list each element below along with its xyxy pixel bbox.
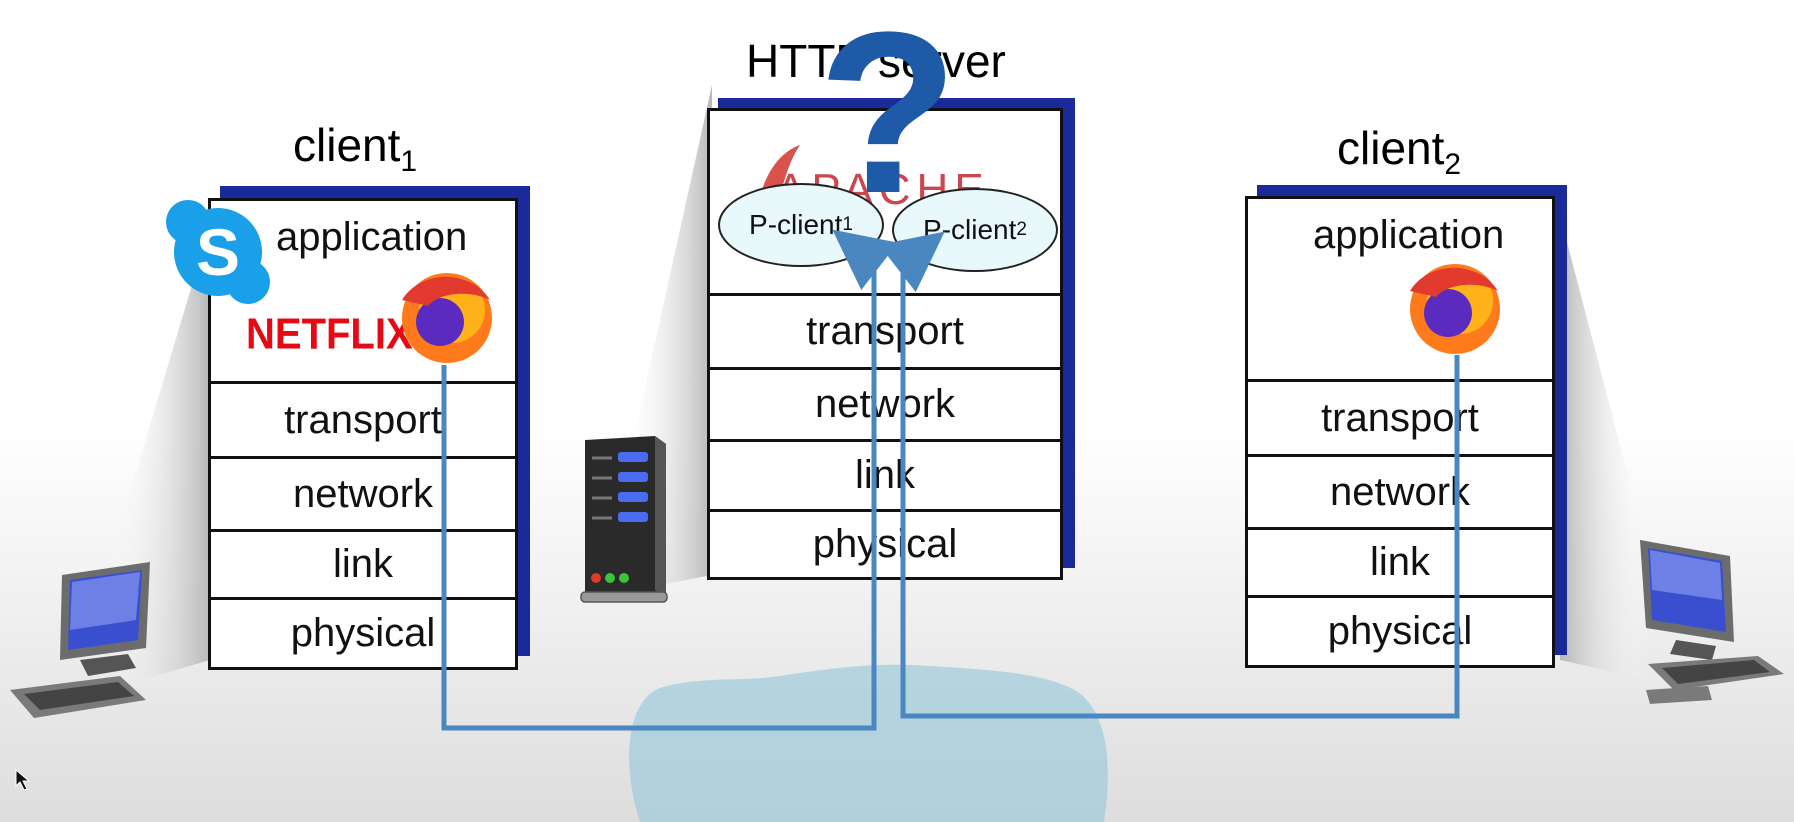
server-layer-network: network [710, 367, 1060, 439]
client2-layer-transport: transport [1248, 379, 1552, 454]
client1-layer-physical: physical [211, 597, 515, 667]
client2-title: client2 [1337, 122, 1462, 181]
client2-layer-physical: physical [1248, 595, 1552, 665]
server-layer-transport: transport [710, 293, 1060, 367]
path-client1-to-process1 [441, 229, 899, 731]
svg-text:?: ? [818, 0, 959, 241]
beam-client2 [1560, 215, 1650, 680]
client1-layer-link: link [211, 529, 515, 597]
server-layer-physical: physical [710, 509, 1060, 577]
client2-layer-network: network [1248, 454, 1552, 527]
client2-layer-link: link [1248, 527, 1552, 595]
client2-protocol-stack: application transport network link physi… [1245, 196, 1555, 668]
path-client2-to-process2 [878, 231, 1460, 719]
netflix-logo: NETFLIX [246, 309, 413, 359]
client1-layer-transport: transport [211, 381, 515, 456]
client1-application-layer: application [276, 215, 468, 259]
client1-title: client1 [293, 119, 418, 178]
server-title: HTTP server [746, 35, 1006, 87]
client1-layer-network: network [211, 456, 515, 529]
client2-application-layer: application [1313, 213, 1505, 257]
svg-text:S: S [196, 215, 240, 289]
